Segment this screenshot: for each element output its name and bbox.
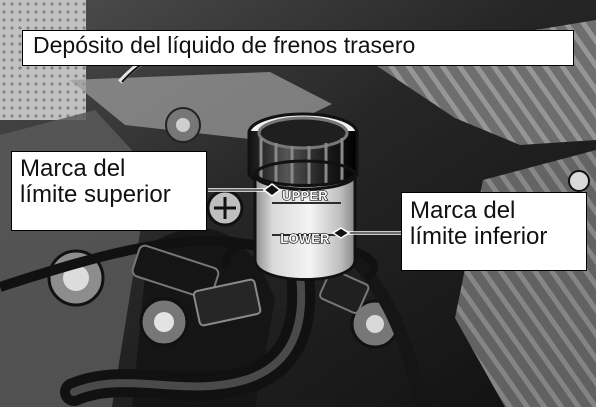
brake-fluid-reservoir: UPPER LOWER	[222, 112, 378, 283]
lower-limit-callout-line-1: Marca del	[410, 197, 516, 224]
lower-limit-callout: Marca del límite inferior	[401, 192, 587, 271]
upper-mark-pointer	[262, 183, 282, 197]
reservoir-lower-mark: LOWER	[280, 231, 330, 246]
figure-title: Depósito del líquido de frenos trasero	[22, 30, 574, 66]
reservoir-upper-mark: UPPER	[282, 188, 328, 203]
upper-limit-callout-line-1: Marca del	[20, 155, 126, 182]
upper-limit-callout-line-2: límite superior	[20, 180, 171, 208]
fasteners	[47, 107, 590, 349]
callout-lines	[208, 183, 401, 239]
upper-limit-callout: Marca del límite superior	[11, 151, 207, 231]
lower-limit-callout-line-2: límite inferior	[410, 222, 548, 250]
lower-mark-pointer	[331, 227, 351, 239]
